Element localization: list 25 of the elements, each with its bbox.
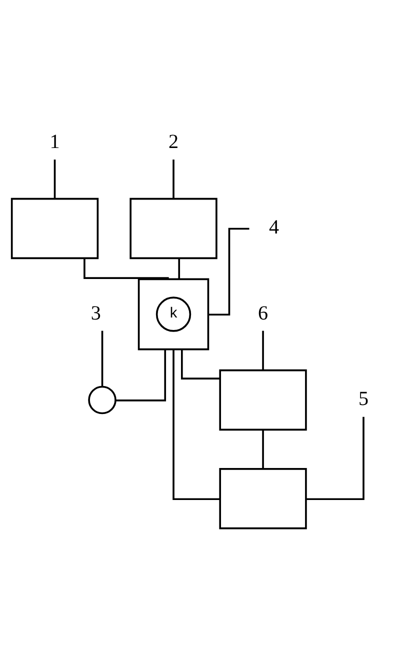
connector bbox=[172, 160, 174, 199]
connector bbox=[116, 349, 166, 402]
connector bbox=[178, 258, 180, 280]
connector bbox=[181, 349, 220, 380]
cluster bbox=[138, 278, 210, 350]
connector bbox=[262, 330, 264, 370]
connector bbox=[262, 430, 264, 469]
node-circle: k bbox=[156, 296, 192, 332]
connector bbox=[172, 349, 220, 500]
node-box bbox=[10, 198, 99, 260]
node-circle bbox=[88, 386, 116, 414]
node-box bbox=[219, 468, 307, 530]
connector bbox=[54, 160, 56, 199]
connector bbox=[101, 330, 104, 387]
connector bbox=[208, 228, 250, 316]
connector bbox=[84, 258, 169, 280]
node-box bbox=[130, 198, 218, 260]
node-text: 5 bbox=[358, 388, 369, 410]
node-text: 1 bbox=[50, 131, 60, 154]
node-text: 2 bbox=[168, 131, 179, 154]
node-text: 4 bbox=[268, 216, 280, 239]
connector bbox=[306, 416, 364, 500]
node-text: 6 bbox=[258, 302, 268, 324]
node-text: 3 bbox=[90, 302, 101, 324]
node-box bbox=[219, 369, 307, 431]
